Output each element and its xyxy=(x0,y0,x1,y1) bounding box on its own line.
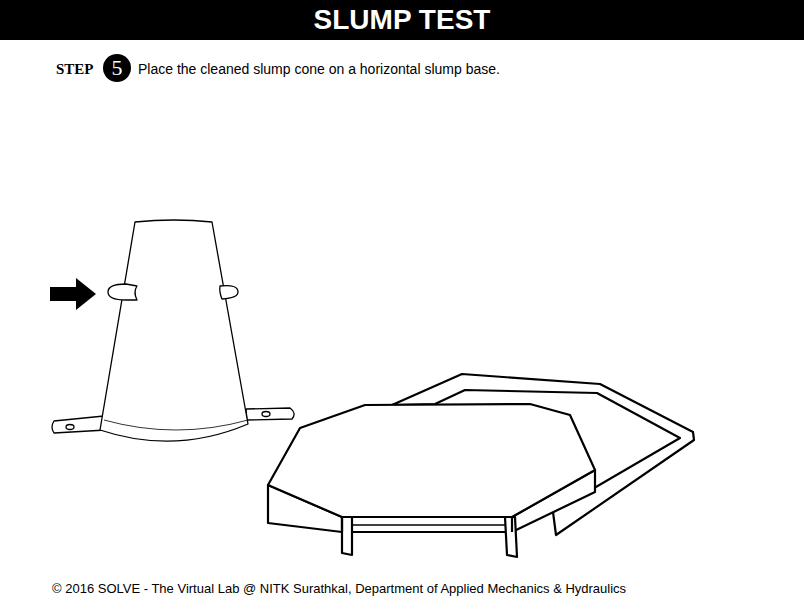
title-bar xyxy=(0,0,804,40)
cone-handle xyxy=(220,286,238,299)
slump-cone xyxy=(52,220,294,441)
cone-rim xyxy=(104,420,248,430)
slump-base xyxy=(268,374,694,557)
step-number-circle: 5 xyxy=(103,54,131,82)
step-number: 5 xyxy=(112,56,123,80)
base-plate xyxy=(268,404,595,517)
cone-handle xyxy=(108,284,137,300)
foot-hole xyxy=(262,412,270,417)
pointer-arrow xyxy=(50,278,96,310)
instruction-text: Place the cleaned slump cone on a horizo… xyxy=(138,60,500,78)
copyright-note: © 2016 SOLVE - The Virtual Lab @ NITK Su… xyxy=(52,580,626,598)
foot-hole xyxy=(66,425,74,430)
page-title: SLUMP TEST xyxy=(0,4,804,36)
step-word: STEP xyxy=(56,60,94,78)
cone-foot xyxy=(52,416,106,433)
cone-foot xyxy=(246,408,294,420)
cone-body xyxy=(100,220,248,441)
base-leg xyxy=(342,517,352,555)
